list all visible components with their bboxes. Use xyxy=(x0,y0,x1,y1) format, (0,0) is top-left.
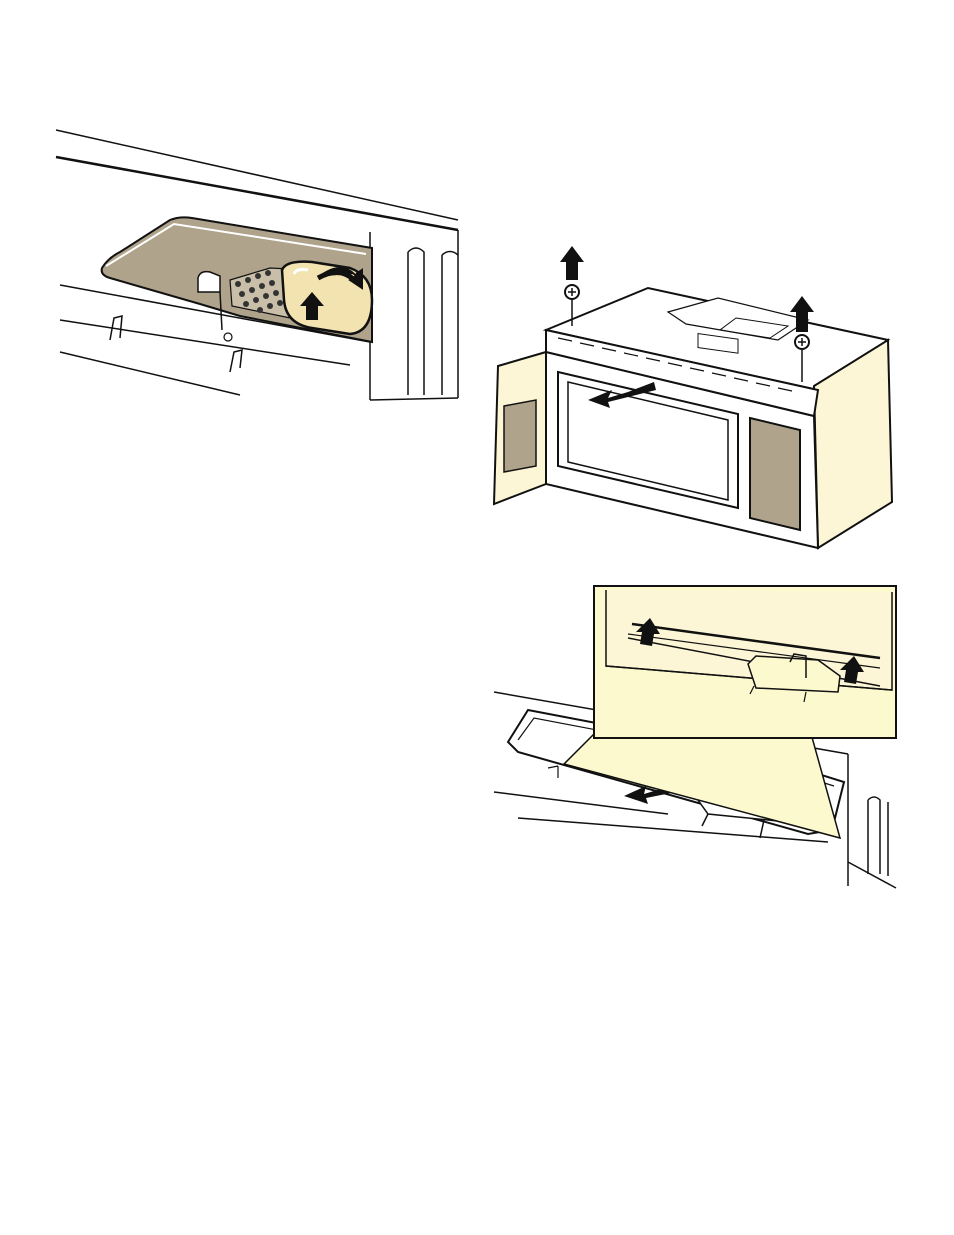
zoom-callout xyxy=(564,730,840,838)
control-panel xyxy=(750,418,800,530)
zoom-inset xyxy=(594,586,896,738)
light-bulb-diagram xyxy=(50,120,470,410)
figure-vent-grille xyxy=(488,240,898,550)
figure-light-bulb xyxy=(50,120,470,410)
grease-filter-diagram xyxy=(488,582,902,892)
cabinet-front-edge xyxy=(56,157,458,230)
cabinet-top-edge xyxy=(56,130,458,220)
vent-grille-diagram xyxy=(488,240,898,550)
up-arrow-icon xyxy=(560,246,584,280)
figure-grease-filter xyxy=(488,582,902,892)
latch-tab xyxy=(198,272,220,292)
